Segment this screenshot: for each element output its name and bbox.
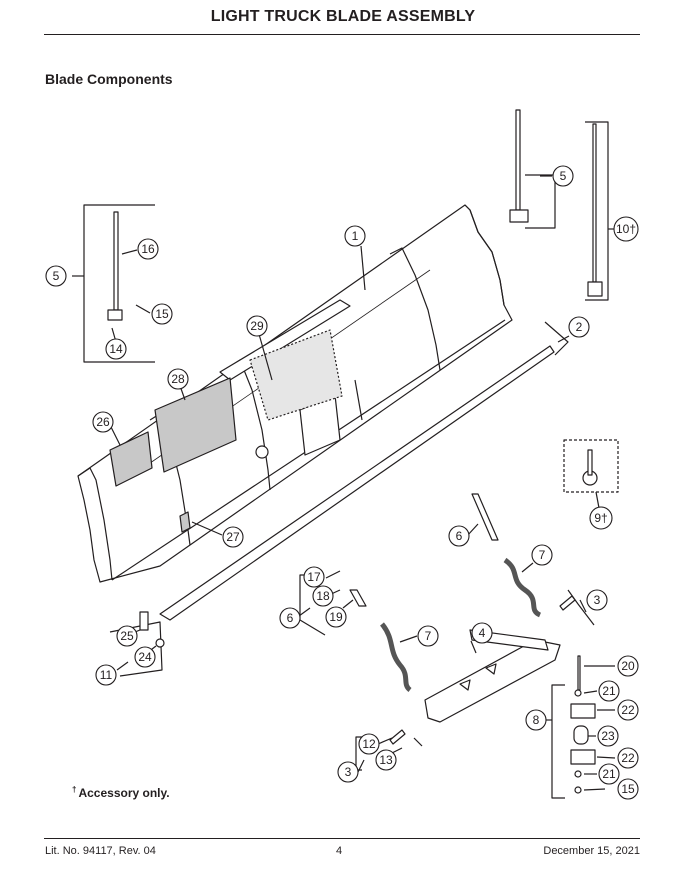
svg-text:22: 22 [621,703,635,717]
callout-8: 8 [525,709,547,731]
callout-17: 17 [303,566,325,588]
callout-9-accessory: 9† [589,506,613,530]
callout-29: 29 [246,315,268,337]
callout-21: 21 [598,680,620,702]
svg-text:25: 25 [120,629,134,643]
svg-text:29: 29 [250,319,264,333]
callout-14: 14 [105,338,127,360]
accessory-footnote: †Accessory only. [72,785,170,800]
svg-text:13: 13 [379,753,393,767]
svg-text:16: 16 [141,242,155,256]
svg-text:7: 7 [425,629,432,643]
callout-13: 13 [375,749,397,771]
svg-text:22: 22 [621,751,635,765]
cutting-edge [159,345,555,621]
callout-6: 6 [279,607,301,629]
section-title: Blade Components [45,71,173,87]
dagger-mark: † [72,785,77,794]
svg-text:20: 20 [621,659,635,673]
callout-4: 4 [471,622,493,644]
svg-text:15: 15 [621,782,635,796]
svg-text:5: 5 [560,169,567,183]
callout-6: 6 [448,525,470,547]
accessory-bracket-right [585,121,609,301]
callout-7: 7 [531,544,553,566]
footer-rule [44,838,640,839]
callout-18: 18 [312,585,334,607]
svg-text:17: 17 [307,570,321,584]
callout-23: 23 [597,725,619,747]
callout-26: 26 [92,411,114,433]
footnote-text: Accessory only. [78,786,170,800]
svg-text:4: 4 [479,626,486,640]
callout-25: 25 [116,625,138,647]
svg-text:21: 21 [602,684,616,698]
svg-text:3: 3 [345,765,352,779]
svg-text:15: 15 [155,307,169,321]
footer-lit-number: Lit. No. 94117, Rev. 04 [45,845,156,857]
callout-22: 22 [617,747,639,769]
svg-text:19: 19 [329,610,343,624]
svg-text:14: 14 [109,342,123,356]
decal-27 [179,511,191,533]
svg-text:6: 6 [456,529,463,543]
callout-19: 19 [325,606,347,628]
callout-21: 21 [598,763,620,785]
callout-22: 22 [617,699,639,721]
svg-text:3: 3 [594,593,601,607]
svg-text:6: 6 [287,611,294,625]
svg-text:26: 26 [96,415,110,429]
callout-3: 3 [586,589,608,611]
marker-bracket-right [525,174,556,229]
callout-15: 15 [151,303,173,325]
decal-29 [249,329,343,421]
a-frame [424,639,561,723]
callout-20: 20 [617,655,639,677]
spring-right [503,557,542,618]
marker-rod-left [113,211,119,311]
callout-16: 16 [137,238,159,260]
decal-28 [154,377,237,473]
callout-5: 5 [45,265,67,287]
callout-28: 28 [167,368,189,390]
callout-11: 11 [95,664,117,686]
accessory-box-9 [563,439,619,493]
svg-text:23: 23 [601,729,615,743]
svg-text:10†: 10† [616,222,636,236]
callout-3: 3 [337,761,359,783]
callout-15: 15 [617,778,639,800]
svg-text:11: 11 [100,668,113,682]
svg-text:7: 7 [539,548,546,562]
decal-26 [109,431,153,487]
header-rule [44,34,640,35]
marker-bracket-left [83,204,155,363]
page-title: LIGHT TRUCK BLADE ASSEMBLY [210,8,476,25]
callout-5: 5 [552,165,574,187]
callout-2: 2 [568,316,590,338]
marker-rod-right [515,109,521,211]
callout-27: 27 [222,526,244,548]
svg-text:21: 21 [602,767,616,781]
svg-text:5: 5 [53,269,60,283]
svg-text:28: 28 [171,372,185,386]
callout-24: 24 [134,646,156,668]
svg-text:18: 18 [316,589,330,603]
svg-text:24: 24 [138,650,152,664]
callout-7: 7 [417,625,439,647]
svg-text:12: 12 [362,737,376,751]
footer-page-number: 4 [336,845,343,857]
callout-10-accessory: 10† [613,216,639,242]
spring-left [379,622,412,692]
svg-text:1: 1 [352,229,359,243]
svg-text:2: 2 [576,320,583,334]
callout-1: 1 [344,225,366,247]
footer-date: December 15, 2021 [543,845,640,857]
svg-text:9†: 9† [594,511,607,525]
svg-text:8: 8 [533,713,540,727]
svg-text:27: 27 [226,530,240,544]
callout-12: 12 [358,733,380,755]
